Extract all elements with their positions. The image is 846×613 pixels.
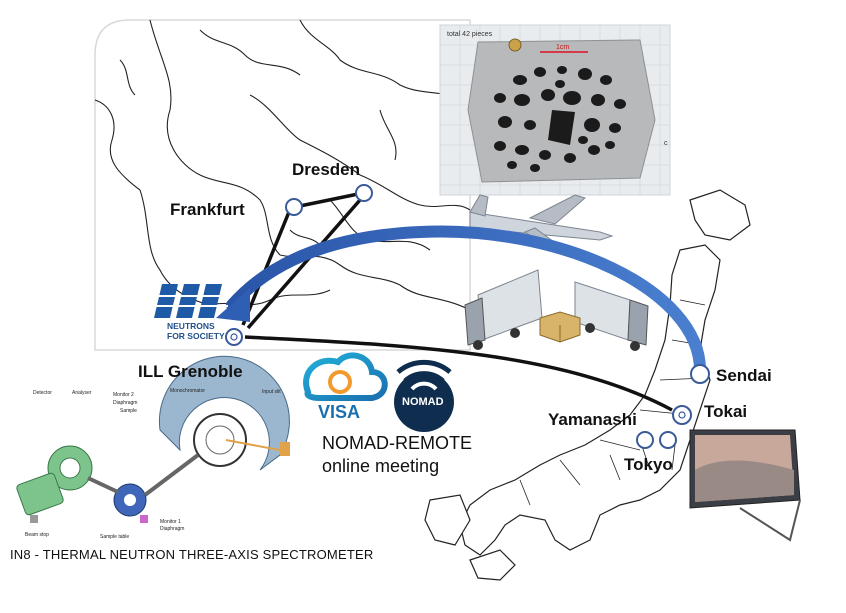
nomad-logo bbox=[394, 359, 454, 432]
marker-sendai bbox=[690, 364, 710, 384]
sample-photo-axis: c bbox=[664, 140, 668, 147]
label-tokai: Tokai bbox=[704, 402, 748, 421]
label-detector: Detector bbox=[33, 390, 52, 396]
shipping-arrow bbox=[226, 225, 706, 376]
meeting-line1: NOMAD-REMOTE bbox=[322, 433, 472, 453]
ill-logo-line2: FOR SOCIETY bbox=[167, 331, 225, 341]
label-input-slit: Input slit bbox=[262, 389, 281, 395]
meeting-line2: online meeting bbox=[322, 456, 440, 476]
nomad-label: NOMAD bbox=[402, 396, 444, 408]
cargo-boxes-icon bbox=[539, 311, 581, 343]
ill-logo-text: NEUTRONS FOR SOCIETY bbox=[167, 321, 225, 341]
shipping-arrow-head bbox=[216, 288, 250, 322]
label-frankfurt: Frankfurt bbox=[170, 200, 245, 219]
japan-map bbox=[424, 189, 751, 581]
label-yamanashi: Yamanashi bbox=[548, 410, 637, 429]
label-beam-stop: Beam stop bbox=[25, 532, 49, 538]
label-diaphragm-top: Diaphragm bbox=[113, 400, 137, 406]
tablet-icon bbox=[689, 429, 801, 542]
label-monochromator: Monochromator bbox=[170, 388, 205, 394]
europe-map bbox=[94, 19, 471, 351]
sample-photo-scale: 1cm bbox=[556, 44, 570, 51]
ill-logo-line1: NEUTRONS bbox=[167, 321, 215, 331]
label-monitor1: Monitor 1 bbox=[160, 519, 181, 525]
marker-ill-inner bbox=[230, 333, 238, 341]
label-sendai: Sendai bbox=[716, 366, 772, 385]
label-ill-grenoble: ILL Grenoble bbox=[138, 362, 243, 381]
ill-logo bbox=[148, 284, 230, 318]
marker-tokyo bbox=[659, 431, 677, 449]
truck-icon-right bbox=[574, 281, 649, 351]
marker-dresden bbox=[355, 184, 373, 202]
marker-tokai-inner bbox=[678, 411, 686, 419]
label-diaphragm-bottom: Diaphragm bbox=[160, 526, 184, 532]
visa-logo bbox=[303, 352, 388, 401]
label-tokyo: Tokyo bbox=[624, 455, 673, 474]
marker-frankfurt bbox=[285, 198, 303, 216]
label-monitor2: Monitor 2 bbox=[113, 392, 134, 398]
airplane-icon bbox=[469, 194, 614, 253]
sample-photo-note: total 42 pieces bbox=[447, 31, 493, 38]
truck-icon-left bbox=[464, 269, 543, 350]
meeting-text: NOMAD-REMOTE online meeting bbox=[322, 432, 472, 478]
marker-tokai bbox=[672, 405, 692, 425]
label-sample: Sample bbox=[120, 408, 137, 414]
route-lines bbox=[241, 191, 673, 412]
spectrometer-diagram bbox=[16, 355, 291, 523]
spectrometer-caption: IN8 - THERMAL NEUTRON THREE-AXIS SPECTRO… bbox=[10, 547, 374, 562]
label-sample-table: Sample table bbox=[100, 534, 129, 540]
sample-photo bbox=[439, 24, 671, 196]
label-dresden: Dresden bbox=[292, 160, 361, 179]
visa-label: VISA bbox=[318, 402, 361, 422]
marker-yamanashi bbox=[636, 431, 654, 449]
label-analyser: Analyser bbox=[72, 390, 92, 396]
marker-ill bbox=[225, 328, 243, 346]
